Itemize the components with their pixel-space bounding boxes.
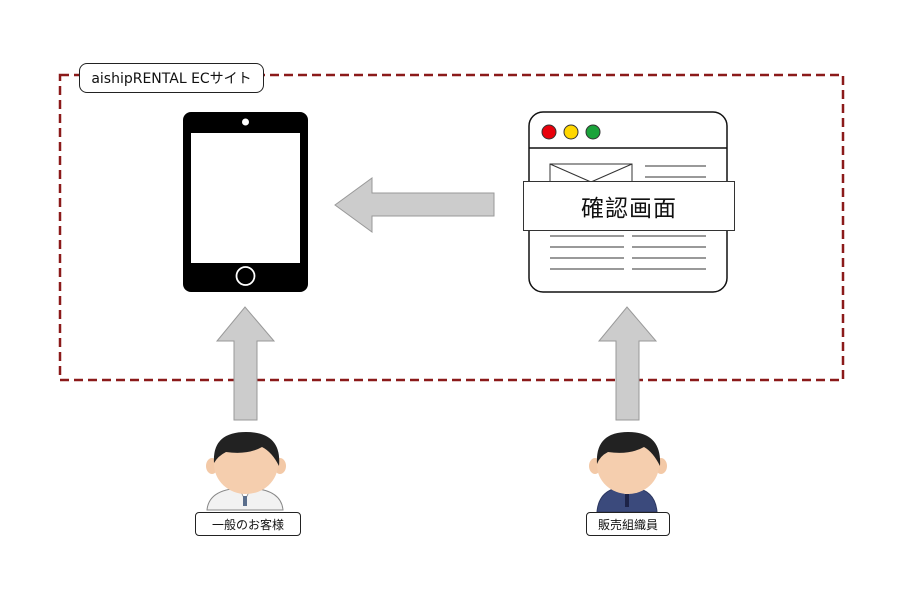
staff-person-icon bbox=[589, 432, 667, 513]
region-title: aishipRENTAL ECサイト bbox=[79, 63, 264, 93]
ec-site-region-border bbox=[58, 73, 845, 382]
arrow-up-customer-icon bbox=[215, 306, 276, 421]
smartphone-icon bbox=[183, 112, 308, 292]
staff-label: 販売組織員 bbox=[586, 512, 670, 536]
close-dot-icon bbox=[541, 124, 557, 140]
customer-label: 一般のお客様 bbox=[195, 512, 301, 536]
minimize-dot-icon bbox=[563, 124, 579, 140]
maximize-dot-icon bbox=[585, 124, 601, 140]
customer-person-icon bbox=[206, 432, 286, 511]
confirmation-screen-label: 確認画面 bbox=[523, 181, 735, 231]
arrow-left-icon bbox=[334, 177, 495, 233]
arrow-up-staff-icon bbox=[597, 306, 658, 421]
